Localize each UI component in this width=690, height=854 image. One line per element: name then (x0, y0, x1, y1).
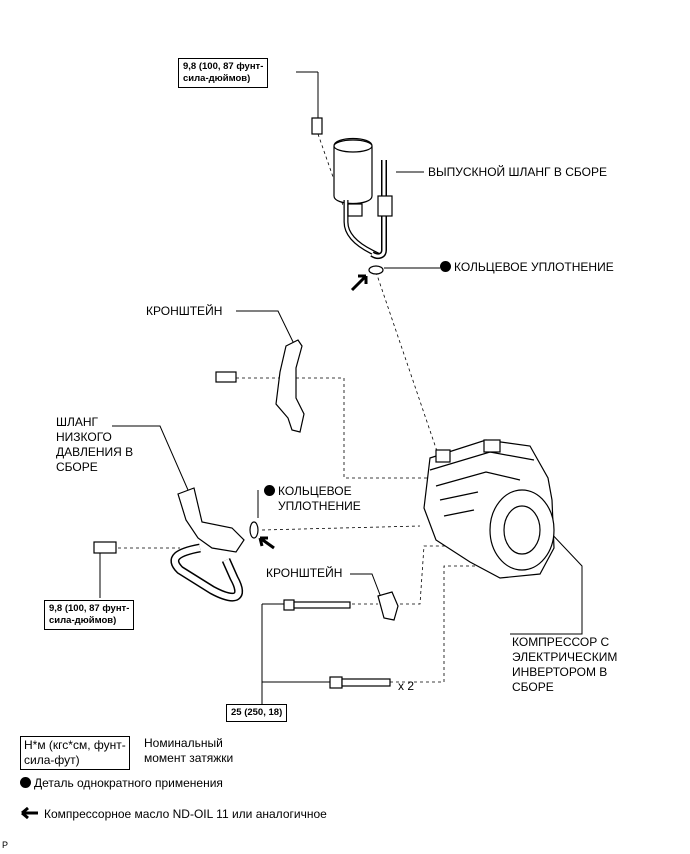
discharge-hose-drawing (311, 117, 393, 260)
label-bracket-top: КРОНШТЕЙН (146, 304, 223, 318)
label-low-pressure-hose-line1: ШЛАНГ (56, 415, 99, 429)
label-times-two: x 2 (398, 679, 415, 693)
label-low-pressure-hose-line3: ДАВЛЕНИЯ В (56, 445, 134, 459)
legend-unit-desc-line1: Номинальный (144, 736, 223, 750)
label-oring-mid-line2: УПЛОТНЕНИЕ (278, 499, 361, 513)
label-compressor-line2: ЭЛЕКТРИЧЕСКИМ (512, 650, 618, 664)
oil-arrow-top (350, 274, 368, 292)
label-oring-mid-line1: КОЛЬЦЕВОЕ (278, 484, 352, 498)
legend-unit-desc-line2: момент затяжки (144, 751, 234, 765)
legend-single-use: Деталь однократного применения (20, 776, 223, 791)
compressor-drawing (423, 439, 555, 579)
label-oring-mid: КОЛЬЦЕВОЕ УПЛОТНЕНИЕ (264, 484, 361, 514)
leader-bracket-mid (350, 573, 383, 601)
single-use-icon (264, 485, 275, 496)
dash-bolt-lower (390, 565, 480, 683)
label-oring-top-text: КОЛЬЦЕВОЕ УПЛОТНЕНИЕ (454, 260, 614, 274)
dash-bracket-top (236, 377, 430, 479)
single-use-icon (20, 777, 31, 788)
legend-single-use-text: Деталь однократного применения (34, 776, 223, 790)
corner-mark: P (2, 840, 9, 850)
legend-unit-desc: Номинальный момент затяжки (144, 736, 233, 766)
legend-unit-box: Н*м (кгс*см, фунт- сила-фут) (20, 736, 130, 770)
torque-spec-bottom: 25 (250, 18) (226, 704, 288, 722)
torque-spec-top-line2: сила-дюймов) (183, 73, 251, 84)
dash-bracket-mid (394, 545, 450, 605)
low-pressure-hose-drawing (93, 487, 245, 602)
legend-unit-line2: сила-фут) (24, 753, 80, 767)
label-compressor-line1: КОМПРЕССОР С (512, 635, 610, 649)
torque-spec-top-line1: 9,8 (100, 87 фунт- (183, 61, 264, 72)
oil-arrow-mid (258, 536, 275, 550)
label-compressor-line3: ИНВЕРТОРОМ В (512, 665, 608, 679)
label-low-pressure-hose-line2: НИЗКОГО (56, 430, 112, 444)
oil-arrow-icon (21, 807, 38, 819)
label-discharge-hose: ВЫПУСКНОЙ ШЛАНГ В СБОРЕ (428, 165, 607, 179)
legend-oil: Компрессорное масло ND-OIL 11 или аналог… (20, 807, 327, 822)
leader-compressor (510, 529, 583, 635)
dash-top-bolt (317, 133, 347, 215)
torque-spec-left-line2: сила-дюймов) (49, 615, 117, 626)
dash-oring-mid (261, 525, 421, 531)
bracket-top-drawing (215, 339, 305, 433)
oring-mid-drawing (249, 521, 259, 539)
oring-top-drawing (368, 265, 384, 275)
bracket-mid-drawing (377, 591, 399, 621)
label-compressor: КОМПРЕССОР С ЭЛЕКТРИЧЕСКИМ ИНВЕРТОРОМ В … (512, 635, 617, 695)
leader-low-pressure-hose (112, 425, 189, 491)
legend-unit-line1: Н*м (кгс*см, фунт- (24, 738, 126, 752)
torque-spec-left-line1: 9,8 (100, 87 фунт- (49, 603, 130, 614)
label-low-pressure-hose-line4: СБОРЕ (56, 460, 98, 474)
bolts-drawing (283, 599, 391, 689)
dash-discharge (375, 271, 441, 461)
label-oring-top: КОЛЬЦЕВОЕ УПЛОТНЕНИЕ (440, 260, 614, 275)
torque-spec-top: 9,8 (100, 87 фунт- сила-дюймов) (178, 58, 269, 88)
leader-bracket-top (236, 310, 297, 349)
torque-spec-left: 9,8 (100, 87 фунт- сила-дюймов) (44, 600, 135, 630)
label-low-pressure-hose: ШЛАНГ НИЗКОГО ДАВЛЕНИЯ В СБОРЕ (56, 415, 133, 475)
single-use-icon (440, 261, 451, 272)
label-bracket-mid: КРОНШТЕЙН (266, 566, 343, 580)
legend-oil-text: Компрессорное масло ND-OIL 11 или аналог… (44, 807, 327, 821)
label-compressor-line4: СБОРЕ (512, 680, 554, 694)
